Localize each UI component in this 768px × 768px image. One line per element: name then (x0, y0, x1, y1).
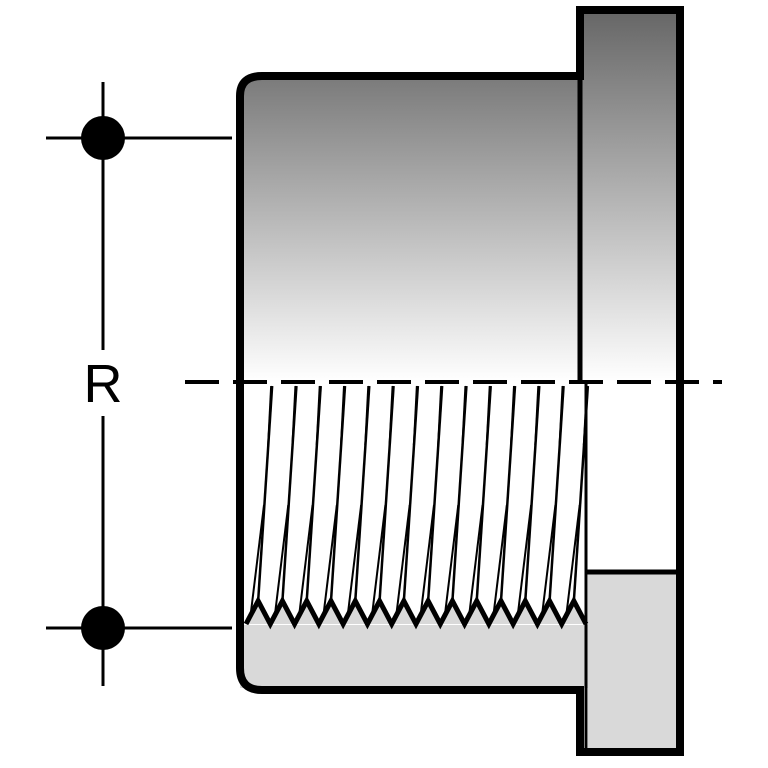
thread-root-line (370, 504, 387, 621)
thread-short-line (315, 385, 321, 446)
thread-teeth (243, 595, 589, 630)
thread-short-line (510, 385, 515, 446)
thread-root-line (321, 504, 338, 621)
thread-short-line (340, 385, 345, 446)
thread-short-line (291, 385, 297, 446)
thread-root-line (491, 504, 508, 621)
thread-short-line (485, 385, 491, 446)
body-outline (236, 6, 684, 756)
thread-short-line (461, 385, 467, 446)
thread-root-line (443, 504, 460, 621)
thread-short-line (364, 385, 370, 446)
thread-root-line (540, 504, 557, 621)
thread-root-line (564, 504, 581, 621)
thread-root-line (273, 504, 290, 621)
dimension-dot-bottom (81, 606, 125, 650)
thread-root-line (394, 504, 411, 621)
dimension-label-r: R (84, 354, 123, 414)
body-upper (240, 76, 580, 382)
flange-section (588, 572, 680, 752)
dimension-dot-top (81, 116, 125, 160)
thread-short-line (558, 385, 564, 446)
thread-root-line (297, 504, 314, 621)
thread-short-line (267, 385, 273, 446)
flange-upper (580, 10, 680, 382)
thread-root-line (419, 504, 435, 621)
thread-short-line (534, 385, 540, 446)
body-section (240, 625, 588, 688)
thread-root-line (249, 504, 265, 621)
thread-root-line (467, 504, 484, 621)
thread-short-line (388, 385, 394, 446)
thread-root-line (346, 504, 363, 621)
thread-root-line (516, 504, 533, 621)
thread-short-line (437, 385, 443, 446)
thread-lines (249, 385, 590, 621)
thread-short-line (412, 385, 418, 446)
